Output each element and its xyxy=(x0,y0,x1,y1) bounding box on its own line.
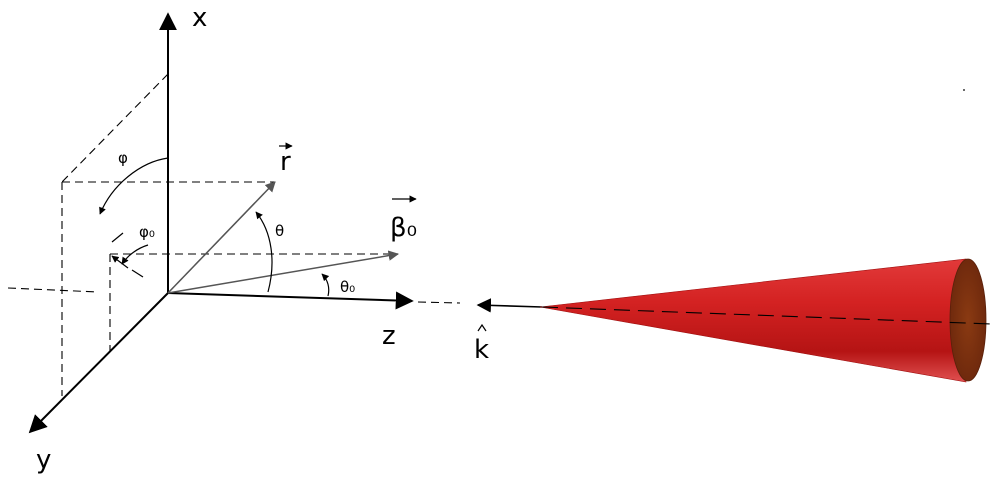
k-label-group: k xyxy=(474,323,489,365)
y-axis-label: y xyxy=(36,445,51,475)
theta0-label: θ₀ xyxy=(340,278,355,296)
z-axis xyxy=(167,291,414,310)
r-vector xyxy=(167,181,276,294)
theta-label: θ xyxy=(275,222,284,240)
r-label-group: r xyxy=(279,142,293,177)
beta0-label-group: β₀ xyxy=(390,195,417,243)
beta0-label: β₀ xyxy=(390,213,417,243)
k-label: k xyxy=(474,335,489,365)
cone-axis xyxy=(541,306,993,325)
z-axis-label: z xyxy=(382,321,396,351)
red-cone xyxy=(539,258,987,383)
phi0-arc xyxy=(121,244,149,265)
coordinate-axes xyxy=(28,12,414,434)
cone-base xyxy=(949,258,987,382)
theta-arc xyxy=(255,211,273,293)
phi0-label: φ₀ xyxy=(139,223,155,241)
theta0-arc xyxy=(321,273,330,297)
beta0-vector xyxy=(167,250,400,294)
angle-arcs xyxy=(99,157,330,297)
k-hat-arrow xyxy=(476,298,543,313)
y-axis xyxy=(28,292,169,434)
phi-arc xyxy=(99,157,169,215)
x-axis-label: x xyxy=(192,3,207,33)
stray-dot xyxy=(963,89,965,91)
r-label: r xyxy=(280,147,291,177)
phi0-markers xyxy=(111,232,144,278)
phi-label: φ xyxy=(118,149,128,167)
